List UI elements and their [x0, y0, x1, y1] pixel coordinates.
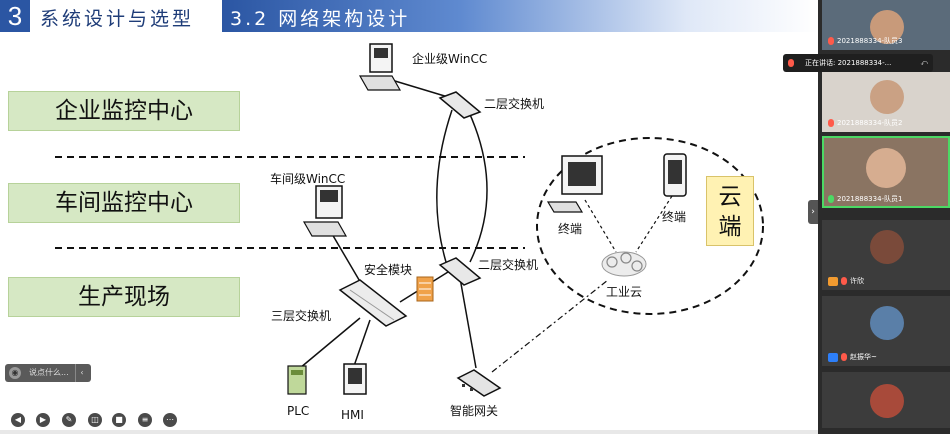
- workshop-pc-icon: [302, 185, 348, 237]
- label-switch-mid: 二层交换机: [478, 258, 539, 272]
- level-production: 生产现场: [8, 277, 240, 317]
- terminal-left-icon: [546, 155, 603, 213]
- chat-bubble-icon: ◉: [9, 367, 21, 379]
- cloud-box-line: 端: [718, 214, 742, 240]
- participant-tile[interactable]: 2021888334-队员3: [822, 0, 950, 50]
- label-workshop-wincc: 车间级WinCC: [270, 172, 346, 186]
- participant-name: 2021888334-队员1: [837, 195, 903, 203]
- label-switch-top: 二层交换机: [484, 97, 545, 111]
- link: [467, 109, 488, 263]
- security-module-icon: [416, 276, 434, 302]
- avatar: [870, 230, 904, 264]
- participant-name: 许欣: [850, 277, 864, 285]
- camera-icon[interactable]: ■: [112, 413, 126, 427]
- participant-tile[interactable]: 赵振华~: [822, 296, 950, 366]
- mic-muted-icon: [828, 37, 834, 45]
- participant-tile[interactable]: [822, 372, 950, 428]
- chapter-number: 3: [0, 0, 30, 32]
- label-industrial-cloud: 工业云: [606, 285, 643, 299]
- mic-on-icon: [828, 195, 834, 203]
- mic-muted-icon: [841, 277, 847, 285]
- cloud-box-line: 云: [718, 184, 742, 210]
- mic-muted-icon: [841, 353, 847, 361]
- label-plc: PLC: [287, 404, 310, 418]
- link: [299, 317, 361, 369]
- speaking-banner: 正在讲话: 2021888334-... ⤺: [783, 54, 933, 72]
- back-icon[interactable]: ◀: [11, 413, 25, 427]
- avatar: [870, 306, 904, 340]
- link: [353, 319, 371, 367]
- industrial-cloud-icon: [601, 251, 647, 277]
- switch-mid-icon: [438, 257, 482, 286]
- plc-icon: [287, 365, 307, 395]
- level-enterprise: 企业监控中心: [8, 91, 240, 131]
- participant-tile[interactable]: 许欣: [822, 220, 950, 290]
- chat-input-chip[interactable]: ◉ 说点什么... ‹: [5, 364, 91, 382]
- bottom-bar: [0, 430, 818, 434]
- cloud-end-box: 云 端: [706, 176, 754, 246]
- terminal-right-icon: [663, 153, 687, 197]
- section-title: 3.2 网络架构设计: [230, 8, 411, 30]
- participant-name: 2021888334-队员2: [837, 119, 903, 127]
- label-switch-l3: 三层交换机: [271, 309, 332, 323]
- pen-icon[interactable]: ✎: [62, 413, 76, 427]
- chat-icon[interactable]: ≡: [138, 413, 152, 427]
- forward-icon[interactable]: ▶: [36, 413, 50, 427]
- network-diagram: [55, 43, 764, 397]
- link: [459, 277, 477, 369]
- participant-name: 赵振华~: [850, 353, 877, 361]
- label-smart-gateway: 智能网关: [450, 404, 499, 418]
- participant-tile-active[interactable]: 2021888334-队员1: [822, 136, 950, 208]
- avatar: [870, 384, 904, 418]
- screenshot-icon[interactable]: ◫: [88, 413, 102, 427]
- smart-gateway-icon: [456, 369, 502, 397]
- avatar-badge-icon: [828, 276, 838, 286]
- chat-placeholder: 说点什么...: [29, 368, 69, 377]
- link: [436, 109, 453, 263]
- cloud-link: [635, 195, 673, 253]
- section-title-bar: [222, 0, 818, 32]
- slide-canvas: 3 系统设计与选型 3.2 网络架构设计 企业监控中心 车间监控中心 生产现场: [0, 0, 818, 434]
- participant-tile[interactable]: 2021888334-队员2: [822, 72, 950, 132]
- video-feed: [870, 80, 904, 114]
- collapse-chat-icon[interactable]: ‹: [75, 364, 88, 382]
- mic-icon: [788, 59, 794, 67]
- enterprise-pc-icon: [358, 43, 402, 91]
- mic-muted-icon: [828, 119, 834, 127]
- participant-name: 2021888334-队员3: [837, 37, 903, 45]
- video-feed: [866, 148, 906, 188]
- label-hmi: HMI: [341, 408, 364, 422]
- participant-panel: 2021888334-队员3 2021888334-队员2 2021888334…: [818, 0, 950, 434]
- label-enterprise-wincc: 企业级WinCC: [412, 52, 488, 66]
- cloud-link: [584, 199, 617, 253]
- chapter-title: 系统设计与选型: [40, 8, 195, 30]
- switch-top-icon: [438, 91, 482, 119]
- speaking-text: 正在讲话: 2021888334-...: [805, 59, 892, 67]
- level-workshop: 车间监控中心: [8, 183, 240, 223]
- pin-icon[interactable]: ⤺: [920, 59, 928, 67]
- video-feed: [870, 10, 904, 44]
- label-terminal-right: 终端: [662, 210, 687, 224]
- cloud-boundary: [536, 137, 764, 315]
- hmi-icon: [343, 363, 367, 395]
- more-icon[interactable]: ⋯: [163, 413, 177, 427]
- label-terminal-left: 终端: [558, 222, 583, 236]
- cloud-link: [491, 279, 609, 373]
- label-security-module: 安全模块: [364, 263, 413, 277]
- collapse-panel-icon[interactable]: ›: [808, 200, 818, 224]
- switch-l3-icon: [338, 279, 408, 327]
- avatar-badge-icon: [828, 352, 838, 362]
